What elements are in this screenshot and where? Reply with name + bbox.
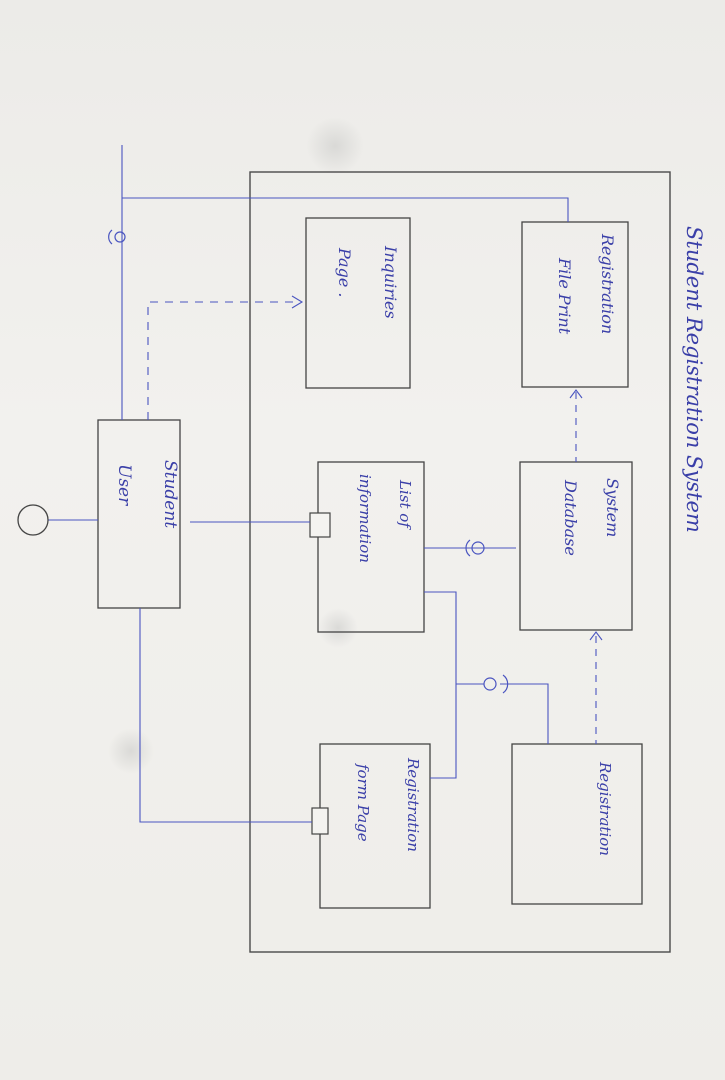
list-to-form-line [424,591,457,779]
registration-socket-line [500,683,549,744]
smudge [305,118,365,174]
system-boundary [249,171,671,953]
registration-box [511,743,643,905]
required-interface-icon [502,674,509,694]
diagram-title: Student Registration System [682,226,706,533]
student-user-box [97,419,181,609]
system-database-label-1: System [603,478,622,538]
provided-interface-icon [114,231,126,243]
registration-file-print-box [521,221,629,388]
form-page-port [311,807,329,835]
arrowhead-file-print [569,389,583,399]
list-of-information-label-1: List of [396,480,414,528]
actor-head-icon [17,504,49,536]
inquiries-page-label-2: Page . [335,248,354,298]
registration-file-print-label-1: Registration [598,234,617,335]
required-interface-icon [465,539,471,557]
provided-interface-icon [483,677,497,691]
arrowhead-inquiries [291,295,304,309]
registration-label: Registration [596,762,614,856]
list-of-information-box [317,461,425,633]
smudge [108,728,154,774]
required-interface-icon [108,229,113,245]
student-user-label-2: User [114,464,134,506]
inquiries-page-label-1: Inquiries [381,246,400,319]
student-user-label-1: Student [160,460,180,529]
registration-form-page-label-1: Registration [404,758,422,852]
user-to-inquiries-dashed-line [147,301,300,420]
top-to-file-print-line [122,197,569,222]
arrowhead-database [589,631,603,641]
system-database-label-2: Database [561,480,580,556]
user-to-form-page-line [139,608,312,823]
list-info-port [309,512,331,538]
registration-form-page-label-2: form Page [354,764,372,842]
smudge [318,608,358,648]
registration-file-print-label-2: File Print [555,258,574,335]
list-of-information-label-2: information [356,474,374,563]
provided-interface-icon [471,541,485,555]
inquiries-page-box [305,217,411,389]
